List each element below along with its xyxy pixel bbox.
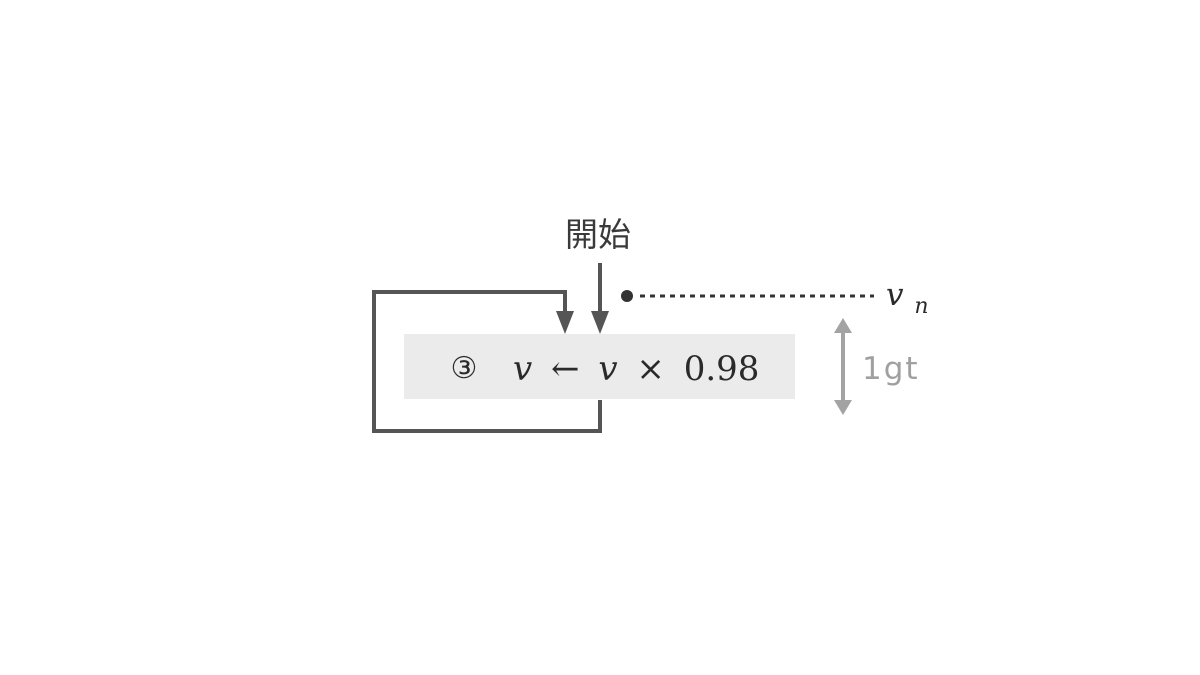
formula-assign-arrow: ←	[551, 349, 580, 389]
formula-times: ×	[636, 349, 665, 389]
formula-rhs-var: v	[598, 349, 617, 389]
start-label: 開始	[565, 215, 631, 254]
update-formula: v ← v × 0.98	[513, 349, 759, 389]
output-dot	[621, 290, 633, 302]
output-variable: v n	[886, 277, 929, 319]
output-var: v	[886, 277, 904, 313]
formula-factor: 0.98	[684, 349, 760, 389]
output-subscript: n	[914, 294, 928, 319]
step-number: ③	[451, 351, 478, 386]
formula-lhs-var: v	[513, 349, 532, 389]
interval-label: 1gt	[862, 351, 920, 387]
interval-arrow	[834, 318, 852, 415]
start-arrow	[591, 263, 609, 334]
loop-back-arrow	[372, 290, 602, 433]
process-box	[404, 334, 795, 399]
